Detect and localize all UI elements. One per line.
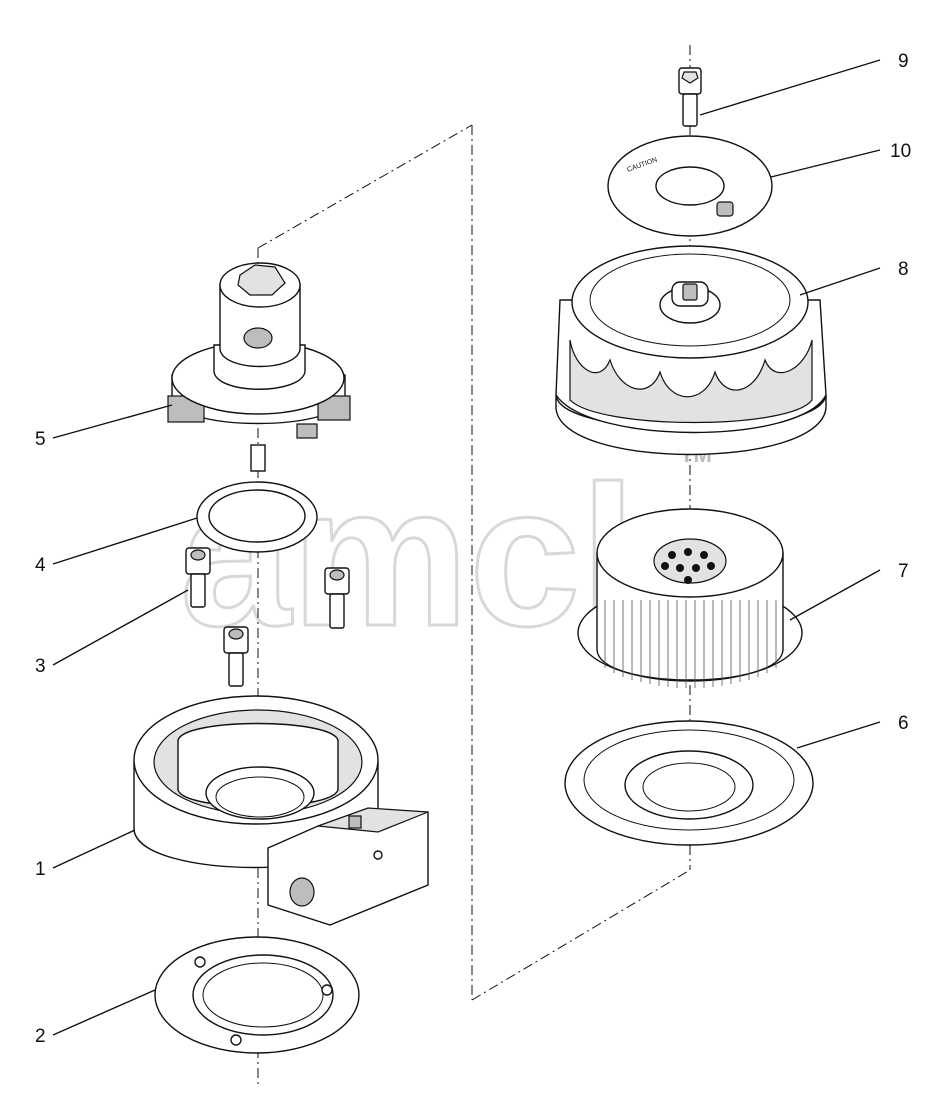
part-plate-6 <box>564 720 814 846</box>
callout-7: 7 <box>898 561 909 582</box>
part-housing-1 <box>133 695 429 926</box>
callout-8: 8 <box>898 259 909 280</box>
part-filter-7 <box>577 508 803 688</box>
part-screws-3 <box>185 547 350 687</box>
callout-5: 5 <box>35 429 46 450</box>
callout-6: 6 <box>898 713 909 734</box>
part-washer-10: CAUTION <box>607 135 773 237</box>
part-adapter-5 <box>167 262 351 472</box>
part-gasket-2 <box>154 936 360 1054</box>
callout-3: 3 <box>35 656 46 677</box>
callout-4: 4 <box>35 555 46 576</box>
callout-10: 10 <box>890 141 911 162</box>
callout-2: 2 <box>35 1026 46 1047</box>
part-cap-8 <box>555 245 827 456</box>
leader-lines <box>52 59 881 1036</box>
callout-numbers: 1 2 3 4 5 6 7 8 9 10 <box>35 51 911 1047</box>
part-oring-4 <box>196 481 318 553</box>
callout-1: 1 <box>35 859 46 880</box>
part-bolt-9 <box>678 67 702 127</box>
callout-9: 9 <box>898 51 909 72</box>
